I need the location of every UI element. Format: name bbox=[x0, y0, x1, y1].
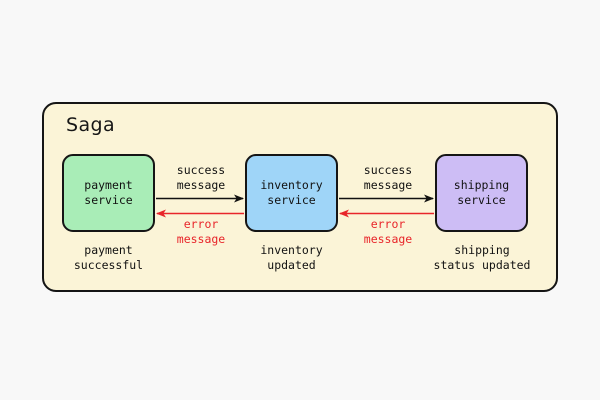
edge-label-error-inventory-payment: error message bbox=[156, 217, 246, 247]
saga-title: Saga bbox=[66, 114, 116, 136]
caption-inventory-line2: updated bbox=[267, 258, 316, 272]
edge-label-success-payment-inventory: success message bbox=[156, 163, 246, 193]
edge-label-error-2-line1: error bbox=[370, 217, 406, 231]
service-box-shipping-line1: shipping bbox=[453, 178, 510, 192]
edge-label-success-1-line2: message bbox=[176, 178, 226, 192]
edge-label-success-2-line2: message bbox=[363, 178, 413, 192]
service-box-payment-line2: service bbox=[84, 193, 133, 207]
service-box-shipping-line2: service bbox=[457, 193, 506, 207]
service-box-inventory-line1: inventory bbox=[260, 178, 323, 192]
caption-shipping: shipping status updated bbox=[418, 243, 546, 273]
caption-payment-line2: successful bbox=[73, 258, 144, 272]
edge-label-success-inventory-shipping: success message bbox=[343, 163, 433, 193]
edge-label-error-1-line2: message bbox=[176, 232, 226, 246]
caption-payment: payment successful bbox=[62, 243, 155, 273]
edge-label-success-1-line1: success bbox=[176, 163, 226, 177]
edge-label-error-shipping-inventory: error message bbox=[343, 217, 433, 247]
service-box-inventory-line2: service bbox=[267, 193, 316, 207]
caption-shipping-line2: status updated bbox=[433, 258, 531, 272]
caption-payment-line1: payment bbox=[84, 243, 133, 257]
caption-inventory-line1: inventory bbox=[260, 243, 323, 257]
service-box-payment[interactable]: payment service bbox=[62, 154, 155, 232]
service-box-payment-line1: payment bbox=[84, 178, 133, 192]
edge-label-error-2-line2: message bbox=[363, 232, 413, 246]
caption-inventory: inventory updated bbox=[245, 243, 338, 273]
edge-label-error-1-line1: error bbox=[183, 217, 219, 231]
service-box-inventory[interactable]: inventory service bbox=[245, 154, 338, 232]
edge-label-success-2-line1: success bbox=[363, 163, 413, 177]
caption-shipping-line1: shipping bbox=[454, 243, 510, 257]
service-box-shipping[interactable]: shipping service bbox=[435, 154, 528, 232]
